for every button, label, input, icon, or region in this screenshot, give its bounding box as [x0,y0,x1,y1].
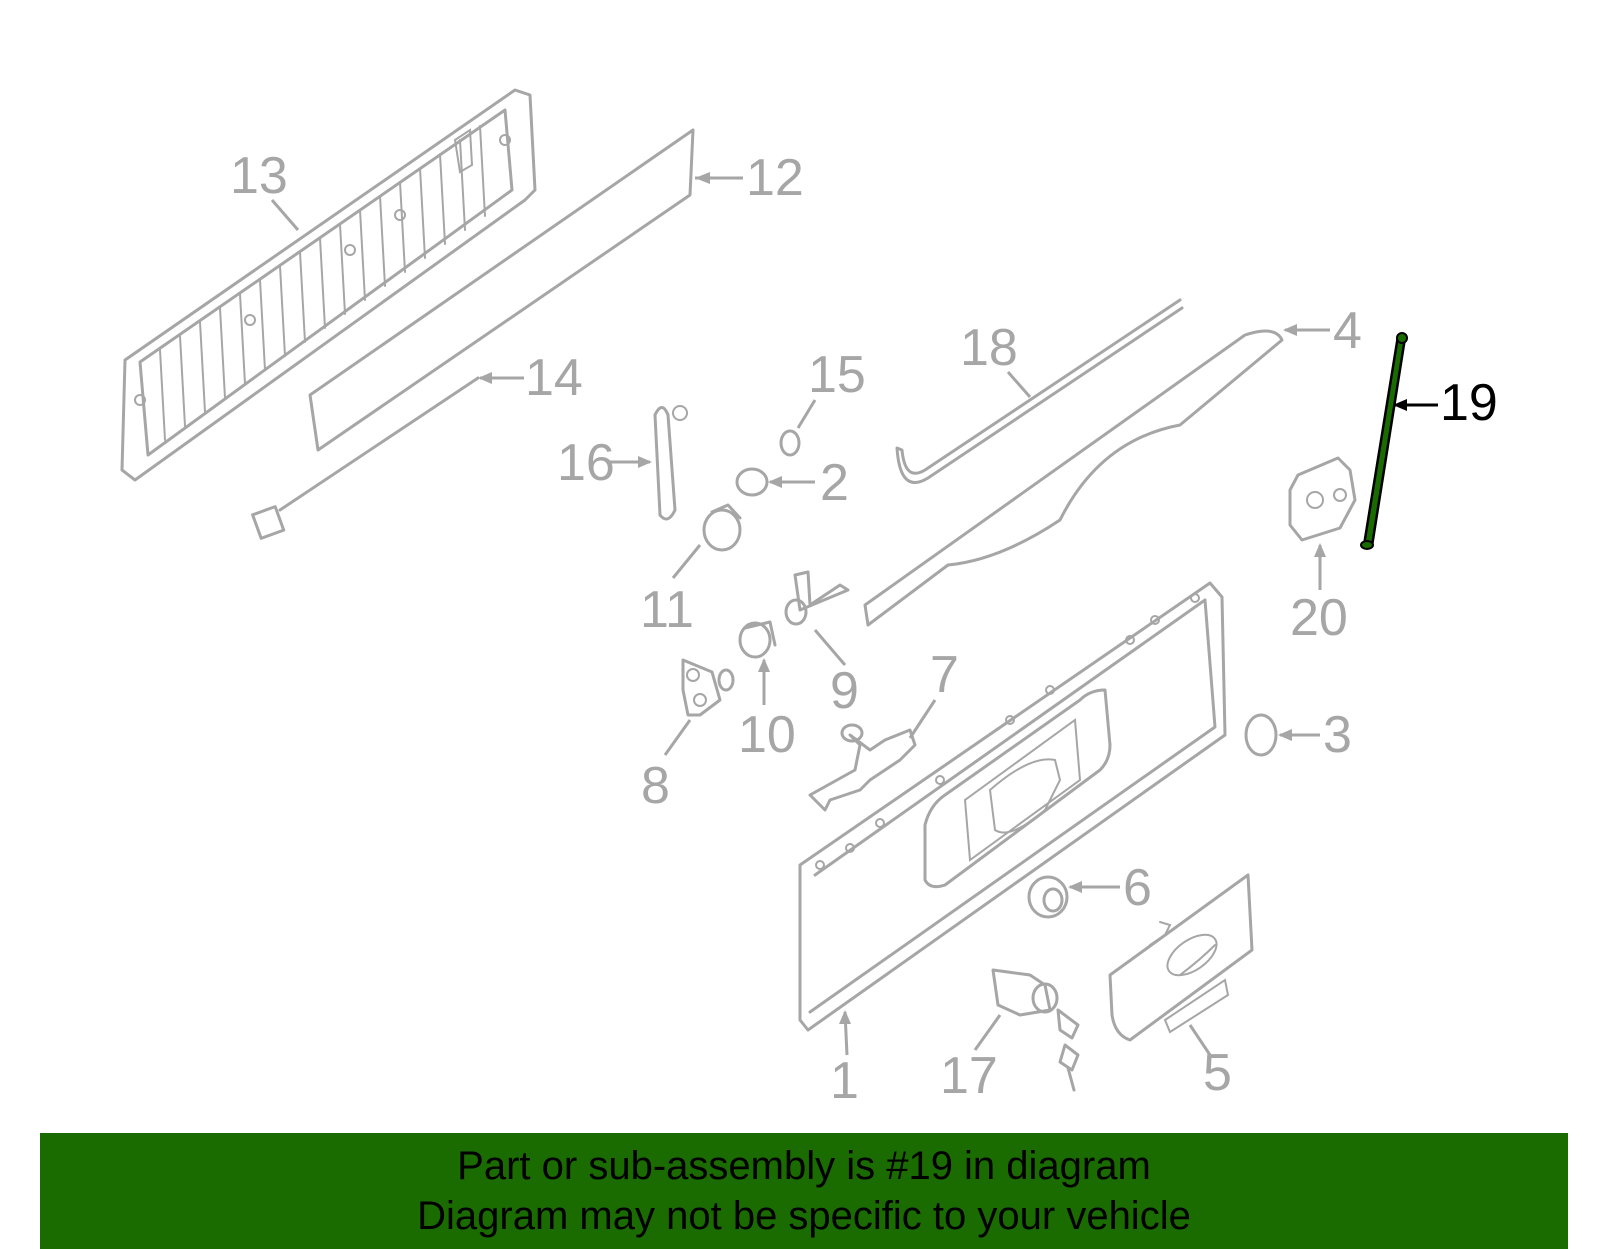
leader-15 [796,399,817,429]
callout-13: 13 [230,147,288,205]
callout-numbers: 13 12 14 15 18 4 19 16 2 11 20 9 7 3 10 … [230,147,1498,1110]
leader-7 [908,699,937,739]
leader-8 [663,719,692,756]
banner-line-part: Part or sub-assembly is #19 in diagram [457,1144,1151,1188]
part-4-cap-molding [863,329,1284,627]
part-9-bracket [784,570,850,626]
part-8-hinge [681,658,735,717]
callout-11: 11 [640,581,694,639]
callout-16: 16 [557,434,615,492]
leader-13 [270,199,300,231]
footer-banner: Part or sub-assembly is #19 in diagram D… [40,1133,1568,1249]
callout-12: 12 [746,149,804,207]
callout-5: 5 [1203,1044,1232,1102]
part-10-bushing [738,620,777,659]
banner-line-disclaimer: Diagram may not be specific to your vehi… [417,1194,1191,1238]
part-5-handle-bezel [1108,873,1254,1042]
part-6-grommet [1027,875,1069,919]
part-17-lock-cylinder [991,968,1080,1092]
callout-20: 20 [1290,589,1348,647]
leader-5 [1188,1024,1212,1056]
callout-2: 2 [820,454,849,512]
parts-diagram: 13 12 14 15 18 4 19 16 2 11 20 9 7 3 10 … [120,88,1498,1110]
callout-17: 17 [940,1047,998,1105]
callout-4: 4 [1333,302,1362,360]
callout-10: 10 [738,706,796,764]
leader-11 [671,544,702,579]
part-19-support-strut [1360,332,1408,550]
leader-9 [813,629,847,666]
part-18-rod [895,298,1184,484]
callout-3: 3 [1323,706,1352,764]
part-13-tailgate-inner-panel [120,88,537,482]
callout-14: 14 [525,349,583,407]
callout-1: 1 [830,1052,859,1110]
callout-6: 6 [1123,859,1152,917]
part-1-tailgate-panel [798,581,1227,1032]
leader-17 [973,1014,1002,1051]
callout-9: 9 [830,662,859,720]
callout-19: 19 [1440,374,1498,432]
part-3-cap [1244,713,1278,757]
part-12-trim-strip [308,128,695,452]
part-2-plug [735,467,769,497]
part-20-bracket [1288,456,1357,542]
leader-18 [1006,371,1032,398]
part-7-latch [808,723,917,812]
callout-18: 18 [960,319,1018,377]
part-15-cap [779,429,801,457]
callout-8: 8 [641,757,670,815]
leader-lines [270,172,1438,1056]
callout-15: 15 [808,346,866,404]
part-11-bushing [702,503,742,552]
part-14-cable [251,376,480,540]
callout-7: 7 [930,646,959,704]
part-16-rod [653,405,688,521]
